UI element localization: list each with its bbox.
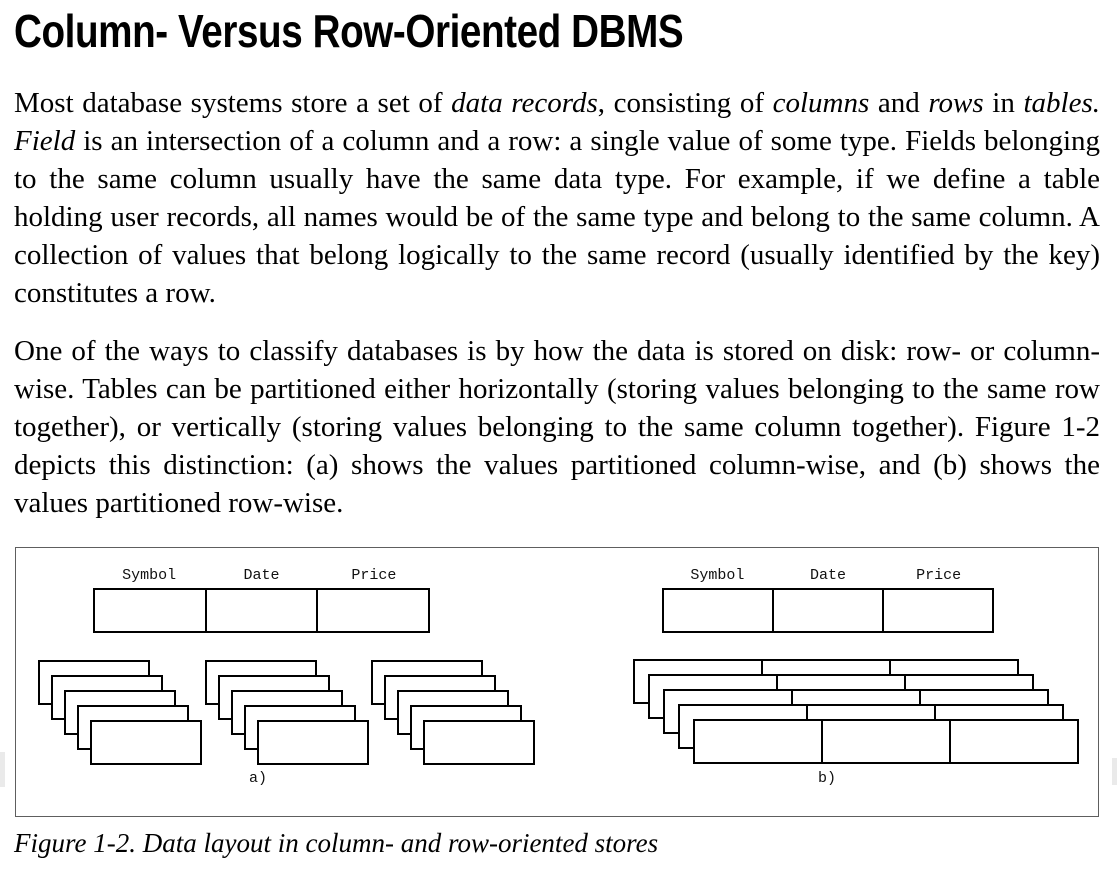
record-cell [316, 590, 428, 631]
panel-label: a) [248, 770, 268, 787]
record-cell [882, 590, 992, 631]
column-headers: Symbol Date Price [662, 567, 994, 584]
paragraph-classification: One of the ways to classify databases is… [14, 335, 1100, 519]
column-chunk [423, 720, 535, 765]
record-cell [204, 590, 317, 631]
row-record [693, 719, 1079, 764]
column-label: Symbol [122, 567, 177, 584]
panel-label: b) [817, 770, 837, 787]
record-cell [664, 590, 772, 631]
record-cell [949, 721, 1077, 762]
header-row [662, 588, 994, 633]
column-chunk [90, 720, 202, 765]
paragraph-intro: Most database systems store a set of dat… [14, 87, 1100, 309]
record-cell [259, 722, 367, 763]
column-label: Symbol [690, 567, 745, 584]
page-title: Column- Versus Row-Oriented DBMS [14, 5, 684, 57]
column-label: Date [810, 567, 847, 584]
record-cell [92, 722, 200, 763]
column-label: Date [243, 567, 280, 584]
right-page-edge-mark [1112, 758, 1117, 785]
record-cell [695, 721, 821, 762]
record-cell [425, 722, 533, 763]
figure-1-2-diagram: Symbol Date Price a) Symbol Date Price b) [15, 547, 1099, 817]
figure-caption: Figure 1-2. Data layout in column- and r… [14, 828, 659, 858]
column-label: Price [916, 567, 962, 584]
header-row [93, 588, 430, 633]
left-page-edge-mark [0, 752, 5, 787]
column-headers: Symbol Date Price [93, 567, 430, 584]
column-chunk [257, 720, 369, 765]
record-cell [821, 721, 949, 762]
record-cell [95, 590, 205, 631]
record-cell [772, 590, 882, 631]
column-label: Price [351, 567, 397, 584]
